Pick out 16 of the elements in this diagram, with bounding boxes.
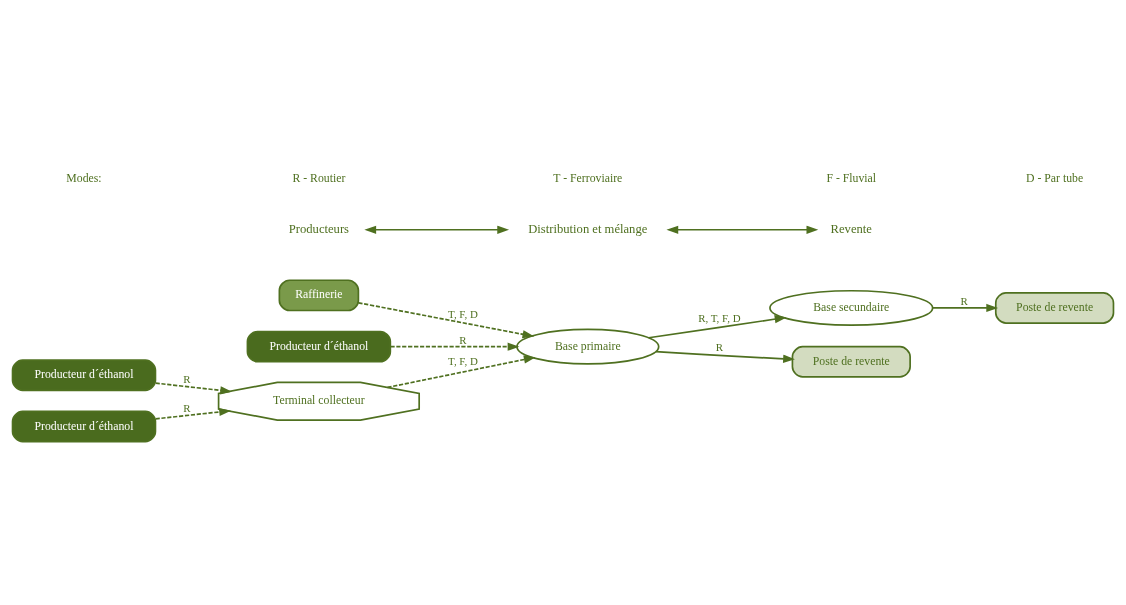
edge-label: R (183, 373, 191, 386)
edge-label: R (715, 341, 724, 354)
label: T - Ferroviaire (553, 171, 623, 185)
label: D - Par tube (1026, 171, 1084, 185)
edge-label: T, F, D (448, 355, 478, 368)
label: Revente (830, 221, 872, 236)
label: R - Routier (292, 171, 346, 185)
label: Distribution et mélange (528, 221, 648, 236)
edge-label: R (960, 294, 968, 307)
edge-label: T, F, D (448, 307, 478, 320)
edge-label: R (183, 401, 191, 414)
edge-label: R, T, F, D (698, 311, 741, 324)
edge-label: R (459, 333, 467, 346)
label: F - Fluvial (826, 171, 877, 185)
label: Modes: (66, 171, 102, 185)
label: Producteurs (288, 221, 349, 236)
